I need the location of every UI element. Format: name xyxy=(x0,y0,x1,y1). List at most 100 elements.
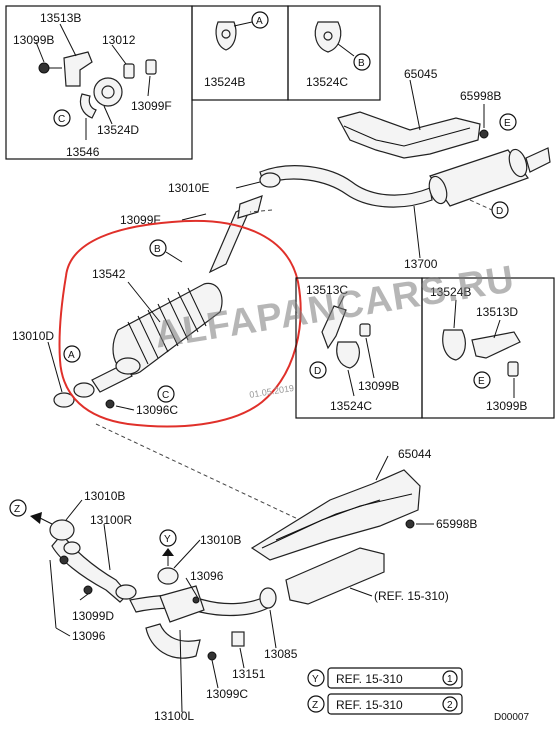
label-13099d: 13099D xyxy=(72,609,114,623)
label-13524b-right: 13524B xyxy=(430,285,471,299)
watermark: ALFAPANCARS.RU 01.05.2019 xyxy=(152,258,518,400)
bolt-13099b-mid-shape xyxy=(359,323,371,337)
callout-e-top xyxy=(499,113,517,131)
legend-z-box xyxy=(327,693,463,715)
hanger-13524b-right-shape xyxy=(442,329,466,361)
callout-y-diagram xyxy=(159,529,177,547)
arrow-z-icon xyxy=(30,512,42,524)
top-hanger-boxes: A 13524B B 13524C xyxy=(191,5,381,101)
callout-e-mid-text: E xyxy=(478,376,485,387)
callout-b-box xyxy=(353,53,371,71)
label-13012: 13012 xyxy=(102,33,136,47)
callout-b-mid-text: B xyxy=(154,244,161,255)
label-13099f-topleft: 13099F xyxy=(131,99,172,113)
callout-d-top-text: D xyxy=(496,206,503,217)
label-13100r: 13100R xyxy=(90,513,132,527)
center-muffler-section: 13099F 13542 B 13010D A C 13096C xyxy=(12,195,263,417)
bolt-13099c-shape xyxy=(207,651,217,661)
label-13524d: 13524D xyxy=(97,123,139,137)
label-13010d: 13010D xyxy=(12,329,54,343)
tail-pipe-shape xyxy=(259,165,433,208)
front-pipe-lower-loop xyxy=(145,623,201,659)
label-13513d: 13513D xyxy=(476,305,518,319)
callout-c-topleft xyxy=(53,109,71,127)
rear-section: 65045 65998B E 13700 D 13010E xyxy=(168,67,551,271)
callout-z-diagram-text: Z xyxy=(14,504,20,515)
label-13010b-mid: 13010B xyxy=(200,533,241,547)
callout-b-mid xyxy=(149,239,167,257)
label-13513b: 13513B xyxy=(40,11,81,25)
gasket-13010b-left-shape xyxy=(49,519,75,541)
label-13151: 13151 xyxy=(232,667,266,681)
label-13700: 13700 xyxy=(404,257,438,271)
callout-a-mid-text: A xyxy=(68,350,75,361)
label-13524c-box: 13524C xyxy=(306,75,348,89)
callout-c-mid-text: C xyxy=(162,390,169,401)
hanger-box-13524c xyxy=(287,5,381,101)
y-pipe-junction xyxy=(159,585,205,623)
arrow-y-icon xyxy=(162,548,174,556)
label-13010b-left: 13010B xyxy=(84,489,125,503)
label-13546: 13546 xyxy=(66,145,100,159)
callout-c-mid xyxy=(157,385,175,403)
label-13524b-box: 13524B xyxy=(204,75,245,89)
label-ref-main: (REF. 15-310) xyxy=(374,589,449,603)
dashed-connector-upper xyxy=(249,209,273,213)
label-13010e: 13010E xyxy=(168,181,209,195)
callout-a-box xyxy=(251,11,269,29)
muffler-rib-lines xyxy=(127,287,207,365)
callout-b-box-text: B xyxy=(358,58,365,69)
legend-z-num: 2 xyxy=(447,700,453,711)
top-left-detail-box: 13513B 13099B 13012 13099F 13524D 13546 … xyxy=(5,5,193,160)
heat-shield-65045-shape xyxy=(337,111,481,159)
label-65998b-top: 65998B xyxy=(460,89,501,103)
label-13085: 13085 xyxy=(264,647,298,661)
bolt-65998b-top-shape xyxy=(479,129,489,139)
callout-d-mid xyxy=(309,361,327,379)
middle-detail-boxes: 13513C 13099B 13524C D 13524B 13513D 130… xyxy=(295,277,555,419)
bracket-13513c-shape xyxy=(321,305,347,350)
callout-c-topleft-text: C xyxy=(58,114,65,125)
nut-13096c-shape xyxy=(105,399,115,409)
legend-y-circle xyxy=(307,669,325,687)
label-13099b-topleft: 13099B xyxy=(13,33,54,47)
bolt-13099f-shape xyxy=(145,59,157,75)
legend-y-num-circle xyxy=(442,670,458,686)
label-13099b-mid: 13099B xyxy=(358,379,399,393)
gasket-13010e-shape xyxy=(259,172,281,188)
diagram-code: D00007 xyxy=(494,712,529,723)
highlight-outline xyxy=(58,219,302,428)
callout-z-diagram xyxy=(9,499,27,517)
callout-a-mid xyxy=(63,345,81,363)
legend-y-letter: Y xyxy=(312,674,319,685)
label-13099b-right: 13099B xyxy=(486,399,527,413)
label-13542: 13542 xyxy=(92,267,126,281)
pin-13012-shape xyxy=(123,63,135,79)
legend-z-ref: REF. 15-310 xyxy=(336,698,403,712)
label-13099c: 13099C xyxy=(206,687,248,701)
catalytic-converter-shape xyxy=(285,547,385,605)
detail-box-13513d xyxy=(421,277,555,419)
callout-d-mid-text: D xyxy=(314,366,321,377)
legend-y-box xyxy=(327,667,463,689)
bracket-13513b-shape xyxy=(63,51,93,87)
gasket-13010b-mid-shape xyxy=(157,567,179,585)
bracket-13513d-shape xyxy=(471,331,521,359)
muffler-end-cap xyxy=(115,357,141,375)
callout-a-box-text: A xyxy=(256,16,263,27)
bolt-65998b-bottom-shape xyxy=(405,519,415,529)
bolt-13099b-right-shape xyxy=(507,361,519,377)
nut-13096-mid-shape xyxy=(192,596,200,604)
legend-z-num-circle xyxy=(442,696,458,712)
clamp-13546-shape xyxy=(79,93,97,119)
watermark-date: 01.05.2019 xyxy=(249,383,295,400)
legend-z-letter: Z xyxy=(312,700,318,711)
bolt-13099d-shape xyxy=(83,585,93,595)
label-13096c: 13096C xyxy=(136,403,178,417)
callout-e-top-text: E xyxy=(504,118,511,129)
legend-y-num: 1 xyxy=(447,674,453,685)
front-section: 65044 65998B (REF. 15-310) xyxy=(9,447,477,723)
gasket-13085-shape xyxy=(259,587,277,609)
label-13096-mid: 13096 xyxy=(190,569,224,583)
